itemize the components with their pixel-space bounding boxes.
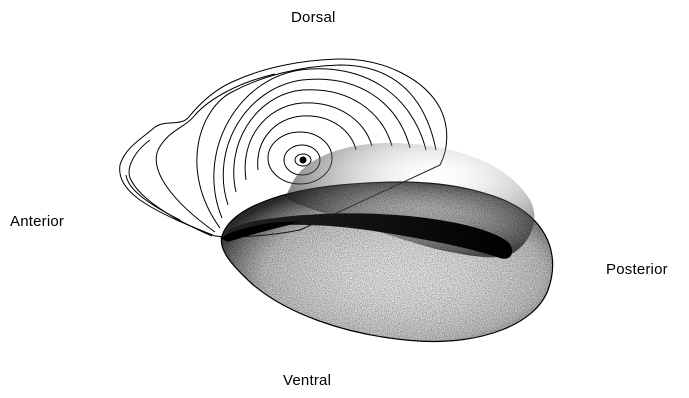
growth-ring bbox=[129, 140, 212, 236]
label-dorsal: Dorsal bbox=[291, 9, 336, 26]
stippled-body bbox=[215, 138, 565, 348]
growth-ring bbox=[126, 175, 180, 220]
label-ventral: Ventral bbox=[283, 372, 331, 389]
shell-umbo bbox=[300, 157, 306, 163]
label-anterior: Anterior bbox=[10, 213, 64, 230]
label-posterior: Posterior bbox=[606, 261, 668, 278]
